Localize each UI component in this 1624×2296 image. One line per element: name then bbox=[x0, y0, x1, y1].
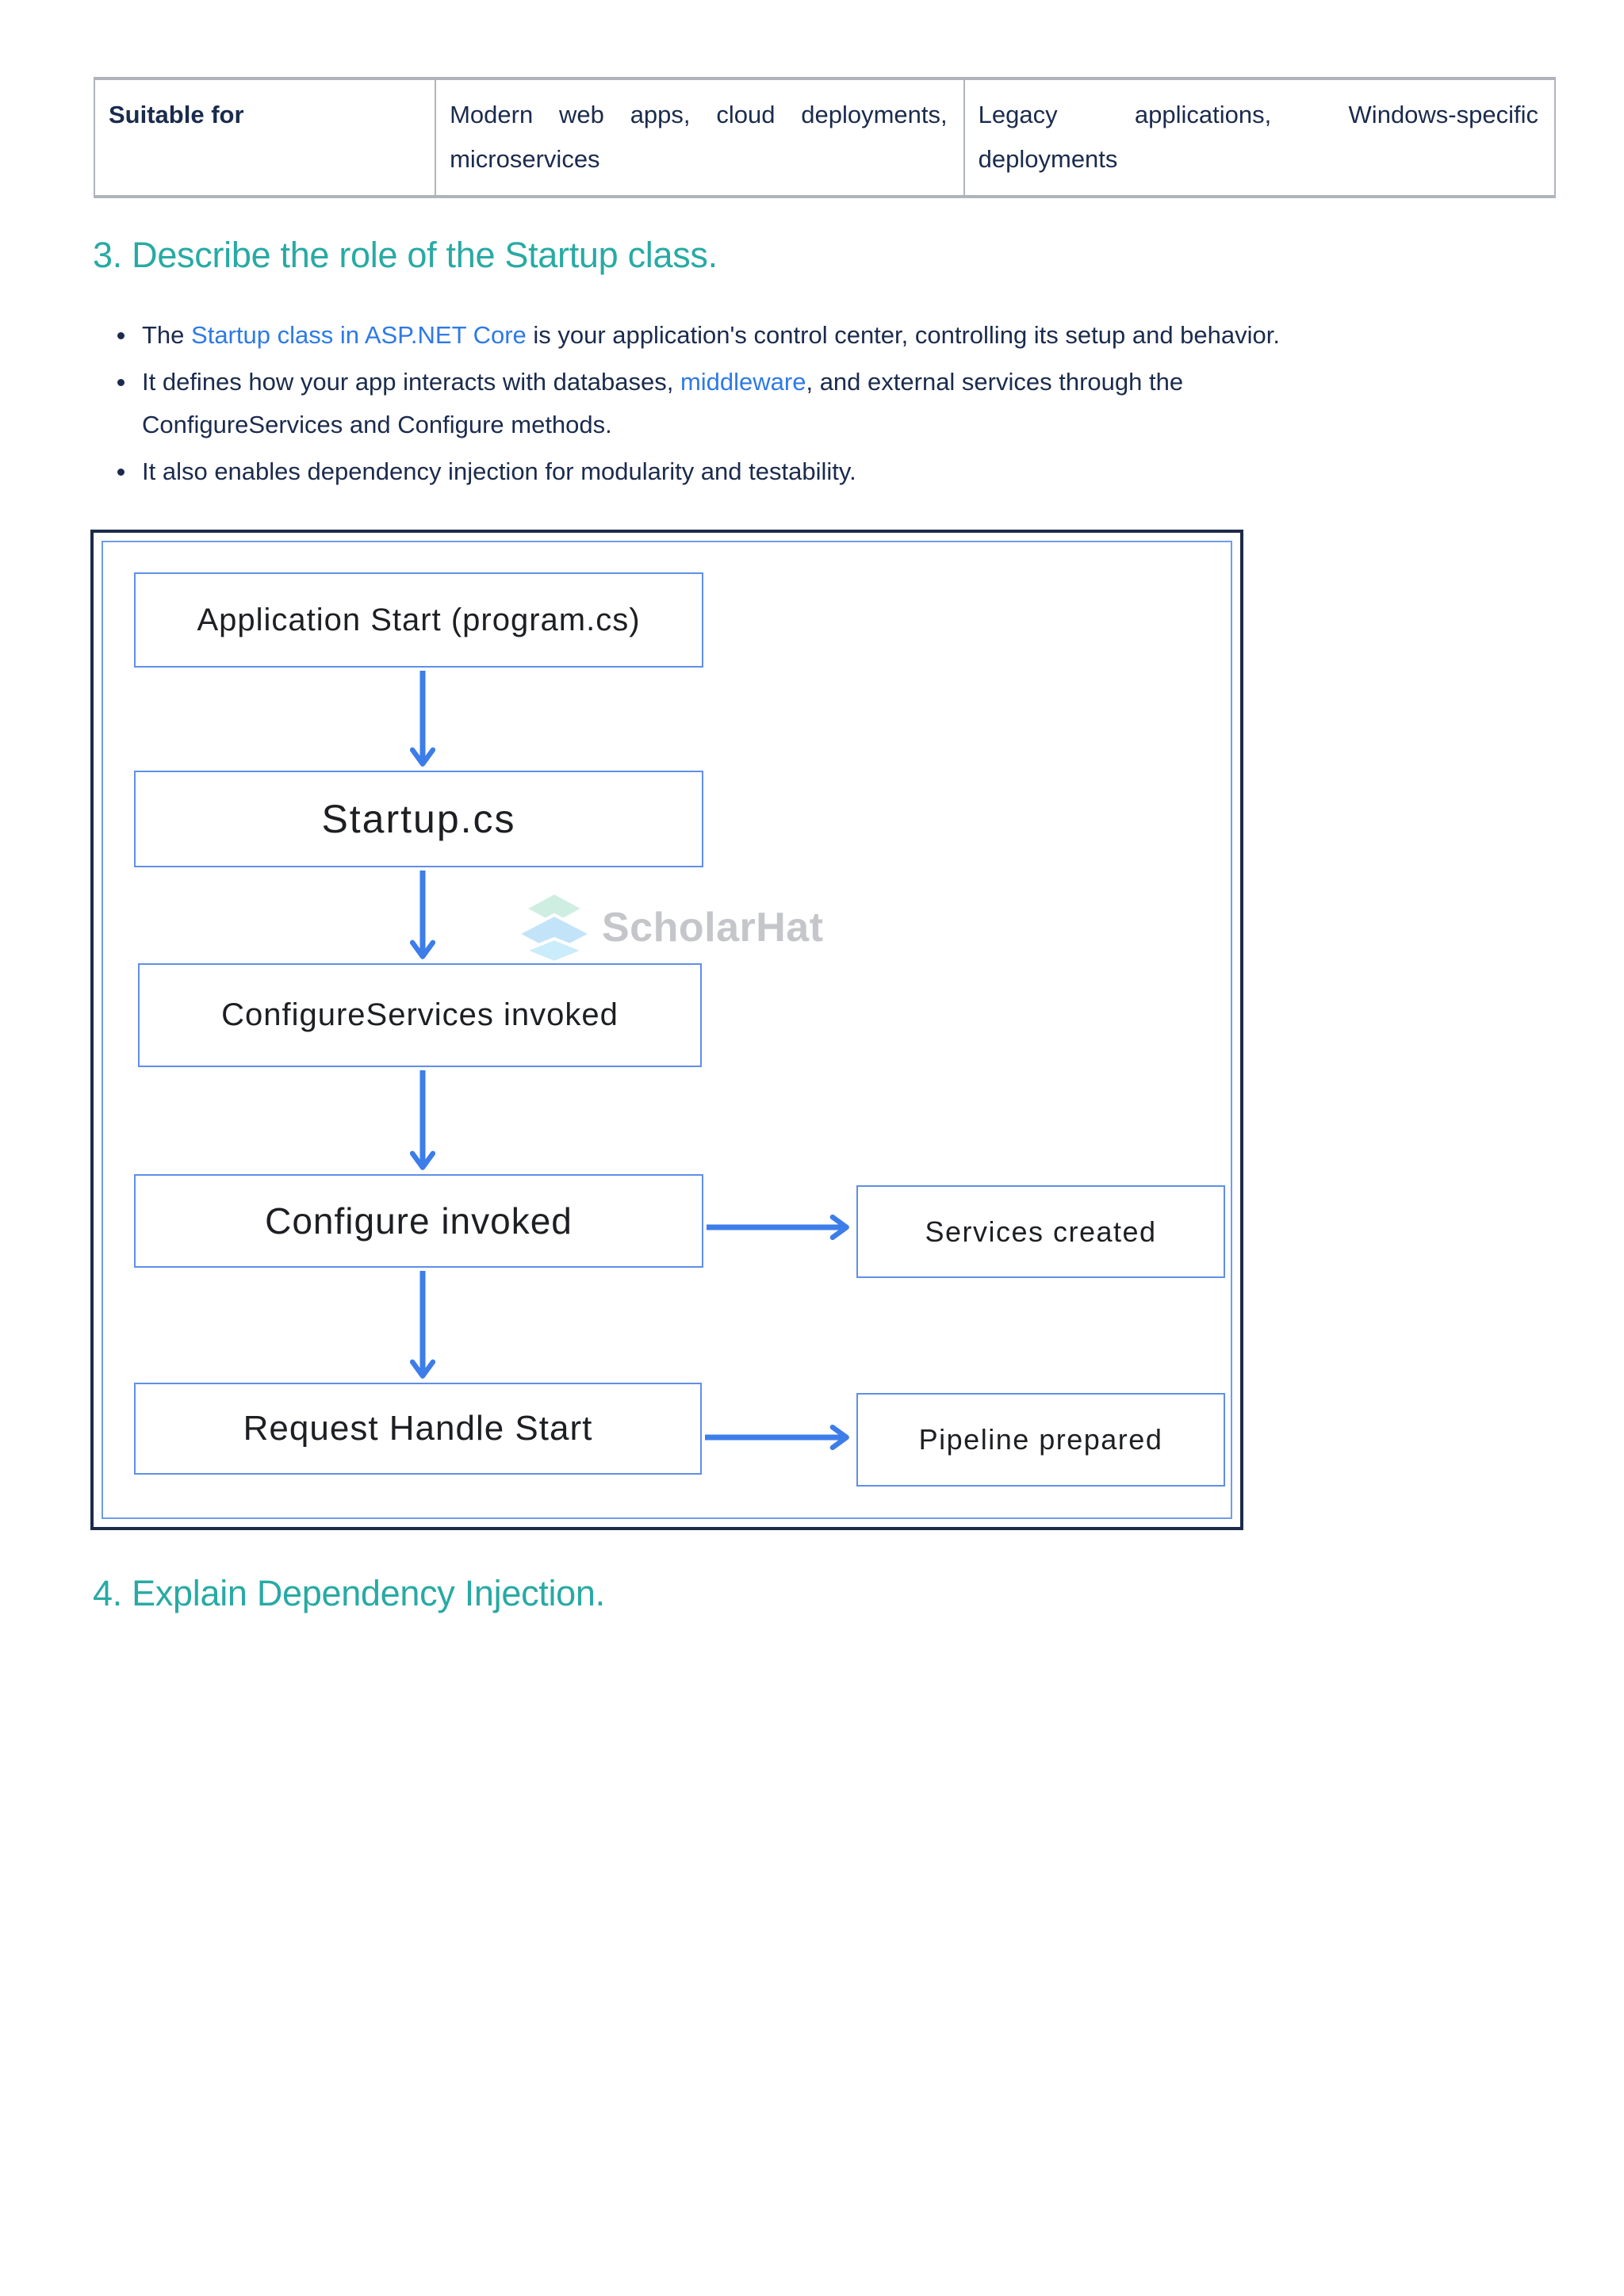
list-item: It defines how your app interacts with d… bbox=[93, 361, 1532, 446]
bullet-text: The bbox=[142, 321, 192, 349]
startup-class-link[interactable]: Startup class in ASP.NET Core bbox=[191, 321, 527, 349]
scholarhat-logo-icon bbox=[517, 891, 592, 964]
flow-box-pipeline-prepared: Pipeline prepared bbox=[856, 1393, 1225, 1487]
scholarhat-watermark: ScholarHat bbox=[517, 888, 824, 967]
flow-box-request-handle-start: Request Handle Start bbox=[134, 1383, 702, 1475]
table-cell-aspnet-legacy: Legacy applications, Windows-specific de… bbox=[963, 80, 1554, 195]
flow-box-startup-cs: Startup.cs bbox=[134, 771, 703, 867]
flow-box-configure-invoked: Configure invoked bbox=[134, 1174, 703, 1268]
startup-class-bullet-list: The Startup class in ASP.NET Core is you… bbox=[93, 314, 1532, 497]
scholarhat-watermark-text: ScholarHat bbox=[602, 905, 824, 951]
bullet-text: It defines how your app interacts with d… bbox=[142, 368, 680, 396]
question-4-heading: 4. Explain Dependency Injection. bbox=[93, 1573, 605, 1613]
list-item: The Startup class in ASP.NET Core is you… bbox=[93, 314, 1532, 357]
diagram-inner-frame bbox=[102, 541, 1232, 1519]
startup-lifecycle-diagram: ScholarHat Application Start (program.cs… bbox=[90, 530, 1243, 1530]
flow-box-application-start: Application Start (program.cs) bbox=[134, 572, 703, 668]
middleware-link[interactable]: middleware bbox=[680, 368, 806, 396]
table-cell-aspnet-core: Modern web apps, cloud deployments, micr… bbox=[435, 80, 963, 195]
flow-box-configureservices-invoked: ConfigureServices invoked bbox=[138, 963, 702, 1067]
bullet-text: , and external services through the Conf… bbox=[142, 368, 1184, 438]
bullet-text: It also enables dependency injection for… bbox=[142, 457, 856, 485]
question-3-heading: 3. Describe the role of the Startup clas… bbox=[93, 235, 718, 275]
bullet-text: is your application's control center, co… bbox=[526, 321, 1281, 349]
table-cell-suitable-for: Suitable for bbox=[109, 101, 244, 128]
flow-box-services-created: Services created bbox=[856, 1185, 1225, 1278]
comparison-table: Suitable for Modern web apps, cloud depl… bbox=[94, 77, 1556, 198]
list-item: It also enables dependency injection for… bbox=[93, 450, 1532, 493]
